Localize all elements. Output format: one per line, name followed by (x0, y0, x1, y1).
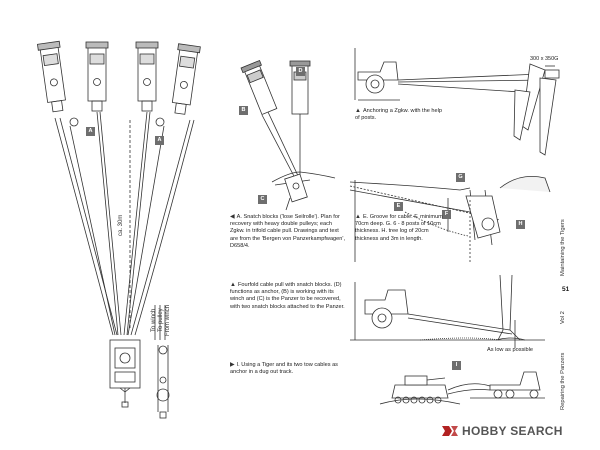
caption-snatch-blocks: ◀A. Snatch blocks ('lose Seilrolle'). Pl… (230, 214, 346, 249)
label-e: E (394, 202, 403, 211)
label-h: H (516, 220, 525, 229)
label-b: B (239, 106, 248, 115)
page-number: 51 (562, 286, 570, 293)
caption-tiger: ▶I. Using a Tiger and its two tow cables… (230, 362, 338, 376)
caption-fourfold: ▲Fourfold cable pull with snatch blocks.… (230, 282, 345, 310)
label-g: G (456, 173, 465, 182)
caption-groove: ▲E. Groove for cable. F. minimum 70cm de… (355, 214, 443, 242)
sidebar-maintaining: Maintaining the Tigers (560, 219, 566, 276)
label-c: C (258, 195, 267, 204)
label-a-left: A (86, 127, 95, 136)
vehicle-4 (171, 43, 201, 115)
watermark-brand: HOBBY SEARCH (462, 424, 563, 438)
vehicle-2 (85, 41, 109, 112)
hobby-search-logo-icon (442, 426, 458, 436)
sidebar-vol: Vol 2 (560, 311, 566, 324)
dimension-post-size: 300 x 350G (530, 56, 559, 62)
label-f: F (442, 210, 451, 219)
caption-as-low: As low as possible (487, 347, 534, 353)
label-i: I (452, 361, 461, 370)
label-a-right: A (155, 136, 164, 145)
sidebar-repairing: Repairing the Panzers (560, 352, 566, 410)
label-d: D (296, 67, 305, 76)
caption-anchoring: ▲Anchoring a Zgkw. with the help of post… (355, 108, 442, 122)
vehicle-3 (135, 41, 159, 112)
vehicle-1 (37, 40, 66, 113)
